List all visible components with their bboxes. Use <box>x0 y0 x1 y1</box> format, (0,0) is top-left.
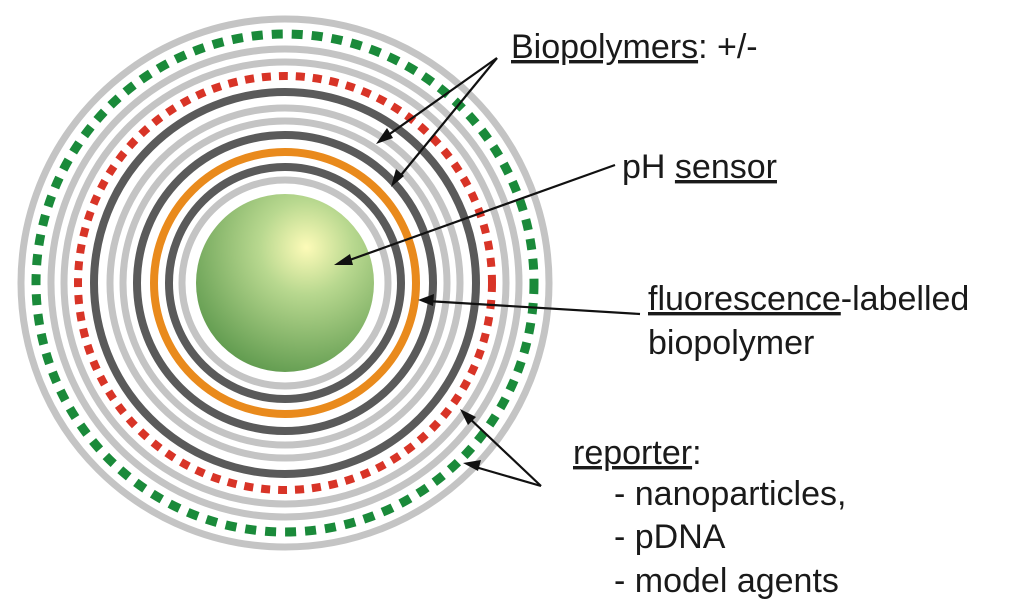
arrow-reporter-red <box>466 415 542 487</box>
reporter-ring-red-dotted <box>74 72 496 494</box>
arrows <box>334 57 641 488</box>
label-fluorescence-line2: biopolymer <box>648 324 814 362</box>
inner-ring-dark <box>165 163 405 403</box>
arrow-biopolymers-outer <box>383 57 498 139</box>
biopolymer-ring-light-3 <box>60 58 510 508</box>
fluorescence-ring-orange <box>150 148 420 418</box>
label-fluorescence-underlined: fluorescence <box>648 280 841 318</box>
reporter-item-model-agents: - model agents <box>614 562 839 600</box>
outer-biopolymer-ring-light <box>17 15 553 551</box>
arrowhead-biopolymers-outer <box>376 128 393 144</box>
label-reporter-underlined: reporter <box>573 434 692 472</box>
biopolymer-ring-light-2 <box>47 45 523 521</box>
arrowhead-reporter-green <box>463 460 481 471</box>
arrowhead-fluorescence <box>418 294 434 306</box>
label-fluorescence: fluorescence-labelled <box>648 280 969 318</box>
label-ph-sensor-underlined: sensor <box>675 148 777 186</box>
fluorescence-labelled-ring-dark <box>133 131 437 435</box>
arrow-reporter-green <box>471 464 542 488</box>
label-reporter: reporter: <box>573 434 702 472</box>
biopolymer-ring-light-4 <box>106 104 464 462</box>
label-biopolymers-underlined: Biopolymers <box>511 28 698 66</box>
biopolymer-ring-dark-1 <box>90 88 480 478</box>
label-fluorescence-rest: -labelled <box>841 280 970 318</box>
label-biopolymers: Biopolymers: +/- <box>511 28 758 66</box>
reporter-item-nanoparticles: - nanoparticles, <box>614 475 846 513</box>
label-ph-sensor-prefix: pH <box>622 148 675 186</box>
reporter-ring-green-dotted <box>31 29 539 537</box>
label-ph-sensor: pH sensor <box>622 148 777 186</box>
arrow-biopolymers-inner <box>396 57 498 181</box>
label-biopolymers-rest: : +/- <box>698 28 758 66</box>
arrowhead-biopolymers-inner <box>391 169 404 187</box>
biopolymer-ring-light-5 <box>119 117 451 449</box>
arrowhead-reporter-red <box>460 409 476 425</box>
inner-ring-light <box>178 176 392 390</box>
label-reporter-rest: : <box>692 434 701 472</box>
shell-rings <box>17 15 553 551</box>
arrowhead-ph-sensor <box>334 254 353 265</box>
reporter-item-pdna: - pDNA <box>614 518 726 556</box>
arrow-fluorescence <box>426 299 641 316</box>
arrow-ph-sensor <box>343 163 616 264</box>
ph-sensor-core <box>196 194 374 372</box>
